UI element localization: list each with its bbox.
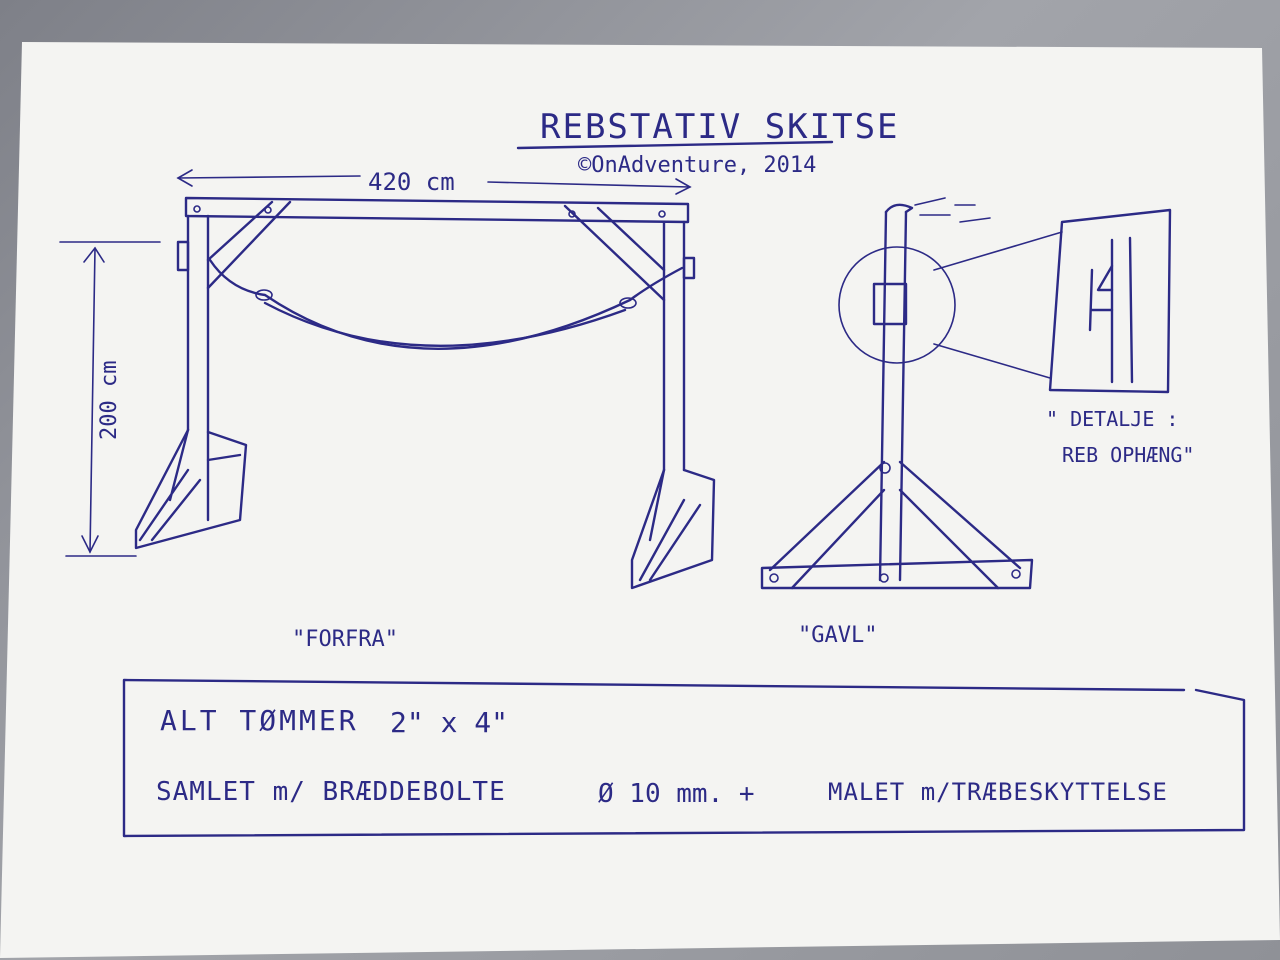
detail-label-line1: " DETALJE : bbox=[1046, 407, 1178, 431]
sketch-title: REBSTATIV SKITSE bbox=[540, 107, 900, 147]
width-dimension-label: 420 cm bbox=[368, 168, 455, 196]
side-view-label: "GAVL" bbox=[798, 623, 877, 648]
notes-line2-b: Ø 10 mm. + bbox=[598, 779, 755, 809]
height-dimension-label: 200 cm bbox=[97, 361, 122, 440]
notes-line1-b: 2" x 4" bbox=[390, 706, 508, 739]
copyright-text: ©OnAdventure, 2014 bbox=[578, 153, 816, 178]
side-view-drawing bbox=[760, 197, 1172, 590]
notes-line1-a: ALT TØMMER bbox=[160, 704, 359, 737]
front-view-drawing bbox=[59, 169, 716, 590]
notes-line2-a: SAMLET m/ BRÆDDEBOLTE bbox=[156, 777, 506, 807]
detail-label-line2: REB OPHÆNG" bbox=[1062, 443, 1194, 467]
title-underline bbox=[516, 140, 834, 150]
front-view-label: "FORFRA" bbox=[292, 627, 398, 652]
notes-box bbox=[122, 678, 1246, 838]
paper-sheet bbox=[0, 42, 1280, 958]
notes-line2-c: MALET m/TRÆBESKYTTELSE bbox=[828, 778, 1168, 806]
